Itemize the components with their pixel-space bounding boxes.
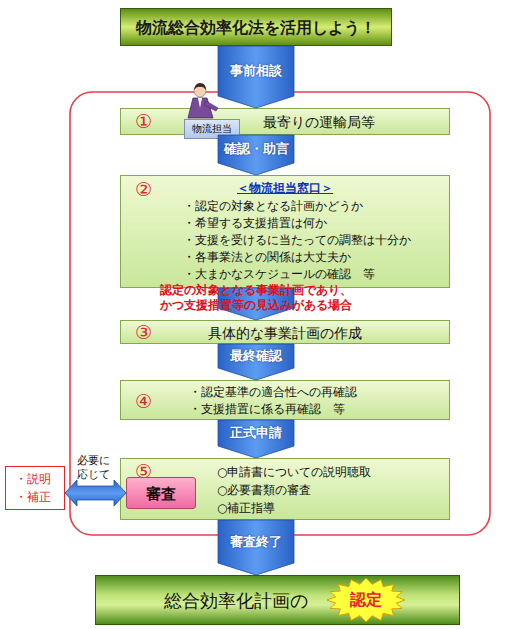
step-text: 最寄りの運輸局等 bbox=[263, 114, 375, 131]
approval-text: 認定 bbox=[326, 590, 406, 609]
bullet-item: ・大まかなスケジュールの確認 等 bbox=[183, 267, 375, 281]
step-box: ⑤○申請書についての説明聴取○必要書類の審査○補正指導審査 bbox=[120, 458, 450, 520]
block-arrow bbox=[218, 520, 294, 575]
double-arrow bbox=[65, 480, 126, 506]
step-box: ②＜物流担当窓口＞ ・認定の対象となる計画かどうか・希望する支援措置は何か・支援を… bbox=[120, 175, 450, 288]
step-number: ④ bbox=[135, 390, 152, 413]
arrow-label: 審査終了 bbox=[230, 533, 282, 549]
note-box: ・説明・補正 bbox=[5, 466, 65, 510]
check-item: ○補正指導 bbox=[217, 501, 275, 515]
step-box: ① 最寄りの運輸局等物流担当 bbox=[120, 108, 450, 135]
arrow-label: 正式申請 bbox=[230, 425, 282, 441]
block-arrow bbox=[218, 288, 294, 320]
result-box: 総合効率化計画の認定 bbox=[95, 575, 460, 625]
role-tag: 物流担当 bbox=[184, 119, 240, 139]
figure-arm bbox=[204, 101, 218, 111]
review-box: 審査 bbox=[126, 477, 196, 509]
bullet-item: ・希望する支援措置は何か bbox=[183, 216, 327, 230]
bullet-item: ・認定基準の適合性への再確認 bbox=[189, 385, 357, 399]
role-text: 物流担当 bbox=[185, 123, 239, 135]
block-arrow bbox=[218, 420, 294, 458]
staff-figure bbox=[188, 83, 218, 118]
bullet-item: ・支援措置に係る再確認 等 bbox=[189, 402, 345, 416]
arrow-note: 必要に 応じて bbox=[71, 454, 115, 482]
step-text: 具体的な事業計画の作成 bbox=[121, 325, 449, 342]
title-banner: 物流総合効率化法を活用しよう！ bbox=[120, 8, 392, 46]
bullet-item: ・認定の対象となる計画かどうか bbox=[183, 199, 363, 213]
bullet-item: ・各事業法との関係は大丈夫か bbox=[183, 250, 351, 264]
arrow-label: 事前相談 bbox=[230, 63, 282, 79]
step-number: ② bbox=[135, 178, 152, 201]
bullet-item: ・支援を受けるに当たっての調整は十分か bbox=[183, 233, 411, 247]
check-item: ○申請書についての説明聴取 bbox=[217, 465, 371, 479]
step-box: ④ ・認定基準の適合性への再確認・支援措置に係る再確認 等 bbox=[120, 380, 450, 420]
review-text: 審査 bbox=[127, 485, 195, 503]
note-item: ・補正 bbox=[15, 490, 51, 504]
check-item: ○必要書類の審査 bbox=[217, 483, 311, 497]
arrow-label: 確認・助言 bbox=[224, 141, 289, 157]
note-item: ・説明 bbox=[15, 472, 51, 486]
block-arrow bbox=[218, 46, 294, 108]
figure-shirt bbox=[198, 98, 202, 108]
banner-text: 物流総合効率化法を活用しよう！ bbox=[121, 18, 391, 37]
result-text: 総合効率化計画の bbox=[164, 590, 308, 612]
approval-starburst: 認定 bbox=[326, 577, 406, 623]
arrow-label: 最終確認 bbox=[230, 348, 282, 364]
step-number: ① bbox=[135, 110, 152, 133]
step-box: ③具体的な事業計画の作成 bbox=[120, 320, 450, 344]
step-number: ③ bbox=[135, 321, 152, 344]
starburst-shape bbox=[327, 578, 405, 622]
figure-hair bbox=[194, 83, 206, 90]
block-arrow bbox=[218, 135, 294, 175]
section-heading: ＜物流担当窓口＞ bbox=[121, 181, 449, 195]
process-frame bbox=[70, 92, 490, 535]
figure-head bbox=[194, 85, 206, 97]
condition-note: 認定の対象となる事業計画であり、 かつ支援措置等の見込みがある場合 bbox=[146, 283, 366, 313]
figure-body bbox=[188, 98, 213, 118]
block-arrow bbox=[218, 344, 294, 380]
